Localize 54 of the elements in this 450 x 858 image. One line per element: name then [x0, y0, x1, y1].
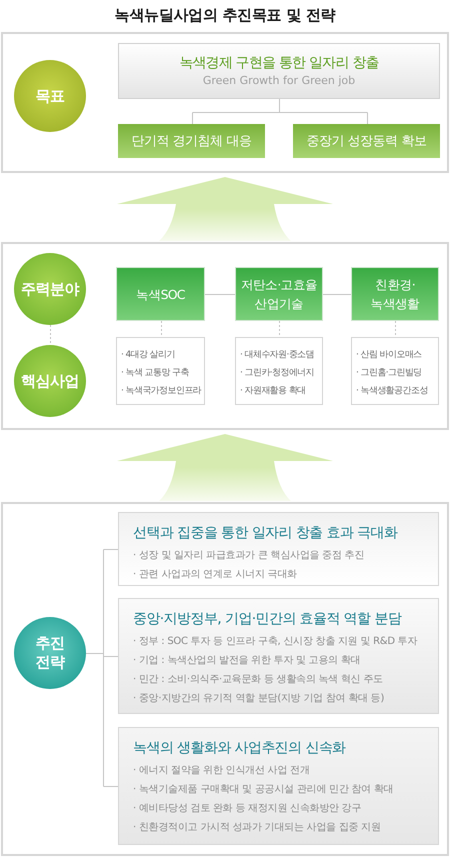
list-item: · 산림 바이오매스 [356, 349, 422, 362]
list-box [235, 337, 323, 405]
list-item: · 녹색국가정보인프라 [121, 385, 202, 398]
list-box [351, 337, 439, 405]
list-item: · 대체수자원·중소댐 [240, 349, 314, 362]
bullet-item: · 예비타당성 검토 완화 등 재정지원 신속화방안 강구 [133, 802, 362, 816]
strategy-heading: 녹색의 생활화와 사업추진의 신속화 [133, 739, 346, 758]
list-item: · 그린홈·그린빌딩 [356, 367, 422, 380]
list-box [116, 337, 205, 405]
strategy-heading: 선택과 집중을 통한 일자리 창출 효과 극대화 [133, 524, 398, 543]
category-box: 저탄소·고효율 산업기술 [235, 267, 323, 321]
goal-heading: 녹색경제 구현을 통한 일자리 창출 [179, 54, 379, 73]
bullet-item: · 기업 : 녹색산업의 발전을 위한 투자 및 고용의 확대 [133, 654, 360, 668]
category-circle: 주력분야 [14, 253, 86, 325]
strategy-heading: 중앙·지방정부, 기업·민간의 효율적 역할 분담 [133, 610, 402, 629]
category-circle: 핵심사업 [14, 345, 86, 417]
list-item: · 녹색 교통망 구축 [121, 367, 189, 380]
goal-subtitle: Green Growth for Green job [202, 73, 356, 88]
connector-line [322, 294, 352, 295]
bullet-item: · 민간 : 소비·의식주·교육문화 등 생활속의 녹색 혁신 주도 [133, 673, 383, 687]
dotted-line [161, 320, 162, 338]
section-panel [1, 242, 449, 430]
category-box: 녹색SOC [116, 267, 205, 321]
bullet-item: · 녹색기술제품 구매확대 및 공공시설 관리에 민간 참여 확대 [133, 783, 394, 797]
goal-bar: 중장기 성장동력 확보 [293, 124, 440, 158]
dotted-line [279, 320, 280, 338]
diagram-title: 녹색뉴딜사업의 추진목표 및 전략 [114, 5, 336, 25]
bullet-item: · 관련 사업과의 연계로 시너지 극대화 [133, 568, 297, 582]
category-circle: 목표 [14, 60, 86, 132]
bullet-item: · 정부 : SOC 투자 등 인프라 구축, 신시장 창출 지원 및 R&D 투자 [133, 635, 418, 649]
arrow [117, 177, 333, 241]
arrow [117, 434, 333, 501]
bullet-item: · 에너지 절약을 위한 인식개선 사업 전개 [133, 764, 310, 778]
section-panel [1, 32, 449, 173]
connector-line [86, 549, 118, 787]
strategy-box [118, 727, 439, 845]
goal-bar: 단기적 경기침체 대응 [118, 124, 265, 158]
strategy-box [118, 512, 439, 586]
connector-line [204, 294, 236, 295]
bullet-item: · 친환경적이고 가시적 성과가 기대되는 사업을 집중 지원 [133, 821, 381, 835]
connector-line [192, 98, 368, 124]
bullet-item: · 성장 및 일자리 파급효과가 큰 핵심사업을 중점 추진 [133, 549, 364, 563]
bullet-item: · 중앙·지방간의 유기적 역할 분담(지방 기업 참여 확대 등) [133, 692, 384, 706]
dotted-line [50, 324, 51, 346]
list-item: · 그린카·청정에너지 [240, 367, 314, 380]
category-box: 친환경· 녹색생활 [351, 267, 439, 321]
list-item: · 자원재활용 확대 [240, 385, 306, 398]
goal-box [118, 43, 440, 99]
section-panel [1, 502, 449, 856]
dotted-line [395, 320, 396, 338]
list-item: · 4대강 살리기 [121, 349, 175, 362]
strategy-box [118, 598, 439, 714]
category-circle: 추진 전략 [14, 617, 86, 689]
list-item: · 녹색생활공간조성 [356, 385, 428, 398]
